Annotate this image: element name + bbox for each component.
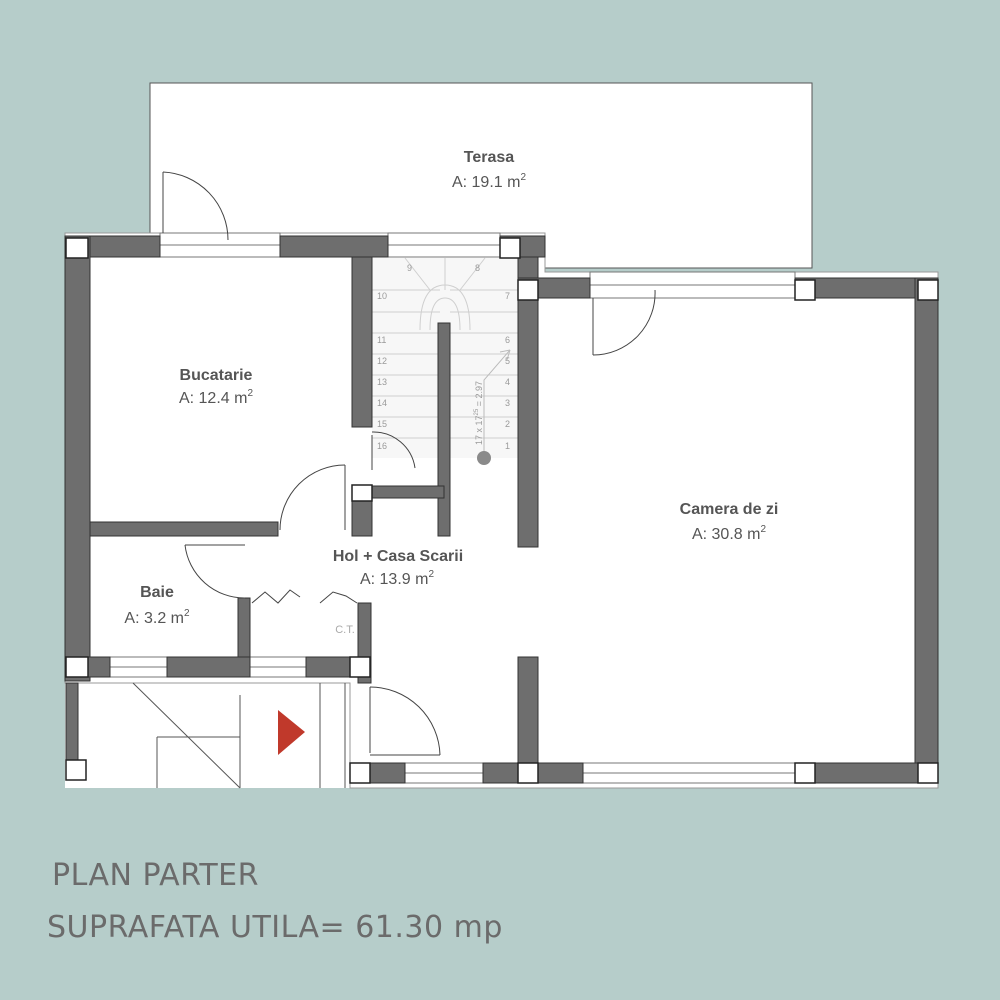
svg-text:14: 14 <box>377 398 387 408</box>
svg-text:12: 12 <box>377 356 387 366</box>
svg-text:7: 7 <box>505 291 510 301</box>
usable-area-caption: SUPRAFATA UTILA= 61.30 mp <box>47 910 503 945</box>
stair-steps-right: 7 6 5 4 3 2 1 <box>505 291 510 451</box>
bath-name: Baie <box>140 584 174 601</box>
stair-formula: 17 x 1725 = 2.97 <box>474 381 484 445</box>
columns <box>65 237 939 784</box>
svg-text:11: 11 <box>377 335 386 345</box>
stair-start-dot <box>477 451 491 465</box>
svg-text:10: 10 <box>377 291 387 301</box>
living-room-area-label: A: 30.8 m2 <box>692 524 766 543</box>
boiler-room-label: C.T. <box>335 624 355 636</box>
house-floor-right <box>518 272 938 788</box>
stair-step-8: 8 <box>475 263 480 273</box>
terrace-area-label: A: 19.1 m2 <box>452 172 526 191</box>
svg-text:1: 1 <box>505 441 510 451</box>
svg-text:6: 6 <box>505 335 510 345</box>
kitchen-name: Bucatarie <box>180 367 253 384</box>
porch-floor <box>65 683 350 788</box>
stair-step-9: 9 <box>407 263 412 273</box>
windows <box>109 232 796 784</box>
living-room-name: Camera de zi <box>680 501 779 518</box>
svg-text:13: 13 <box>377 377 387 387</box>
porch-steps <box>132 682 346 789</box>
stair-steps-left: 10 11 12 13 14 15 16 <box>377 291 387 451</box>
doors <box>162 171 656 756</box>
svg-text:3: 3 <box>505 398 510 408</box>
svg-text:4: 4 <box>505 377 510 387</box>
entrance-arrow <box>278 710 305 755</box>
svg-text:5: 5 <box>505 356 510 366</box>
svg-text:16: 16 <box>377 441 387 451</box>
svg-text:15: 15 <box>377 419 387 429</box>
svg-text:2: 2 <box>505 419 510 429</box>
bath-area-label: A: 3.2 m2 <box>124 608 190 627</box>
hall-name: Hol + Casa Scarii <box>333 548 463 565</box>
hall-area-label: A: 13.9 m2 <box>360 569 434 588</box>
kitchen-area-label: A: 12.4 m2 <box>179 388 253 407</box>
terrace-name: Terasa <box>464 149 515 166</box>
plan-title: PLAN PARTER <box>52 858 259 893</box>
